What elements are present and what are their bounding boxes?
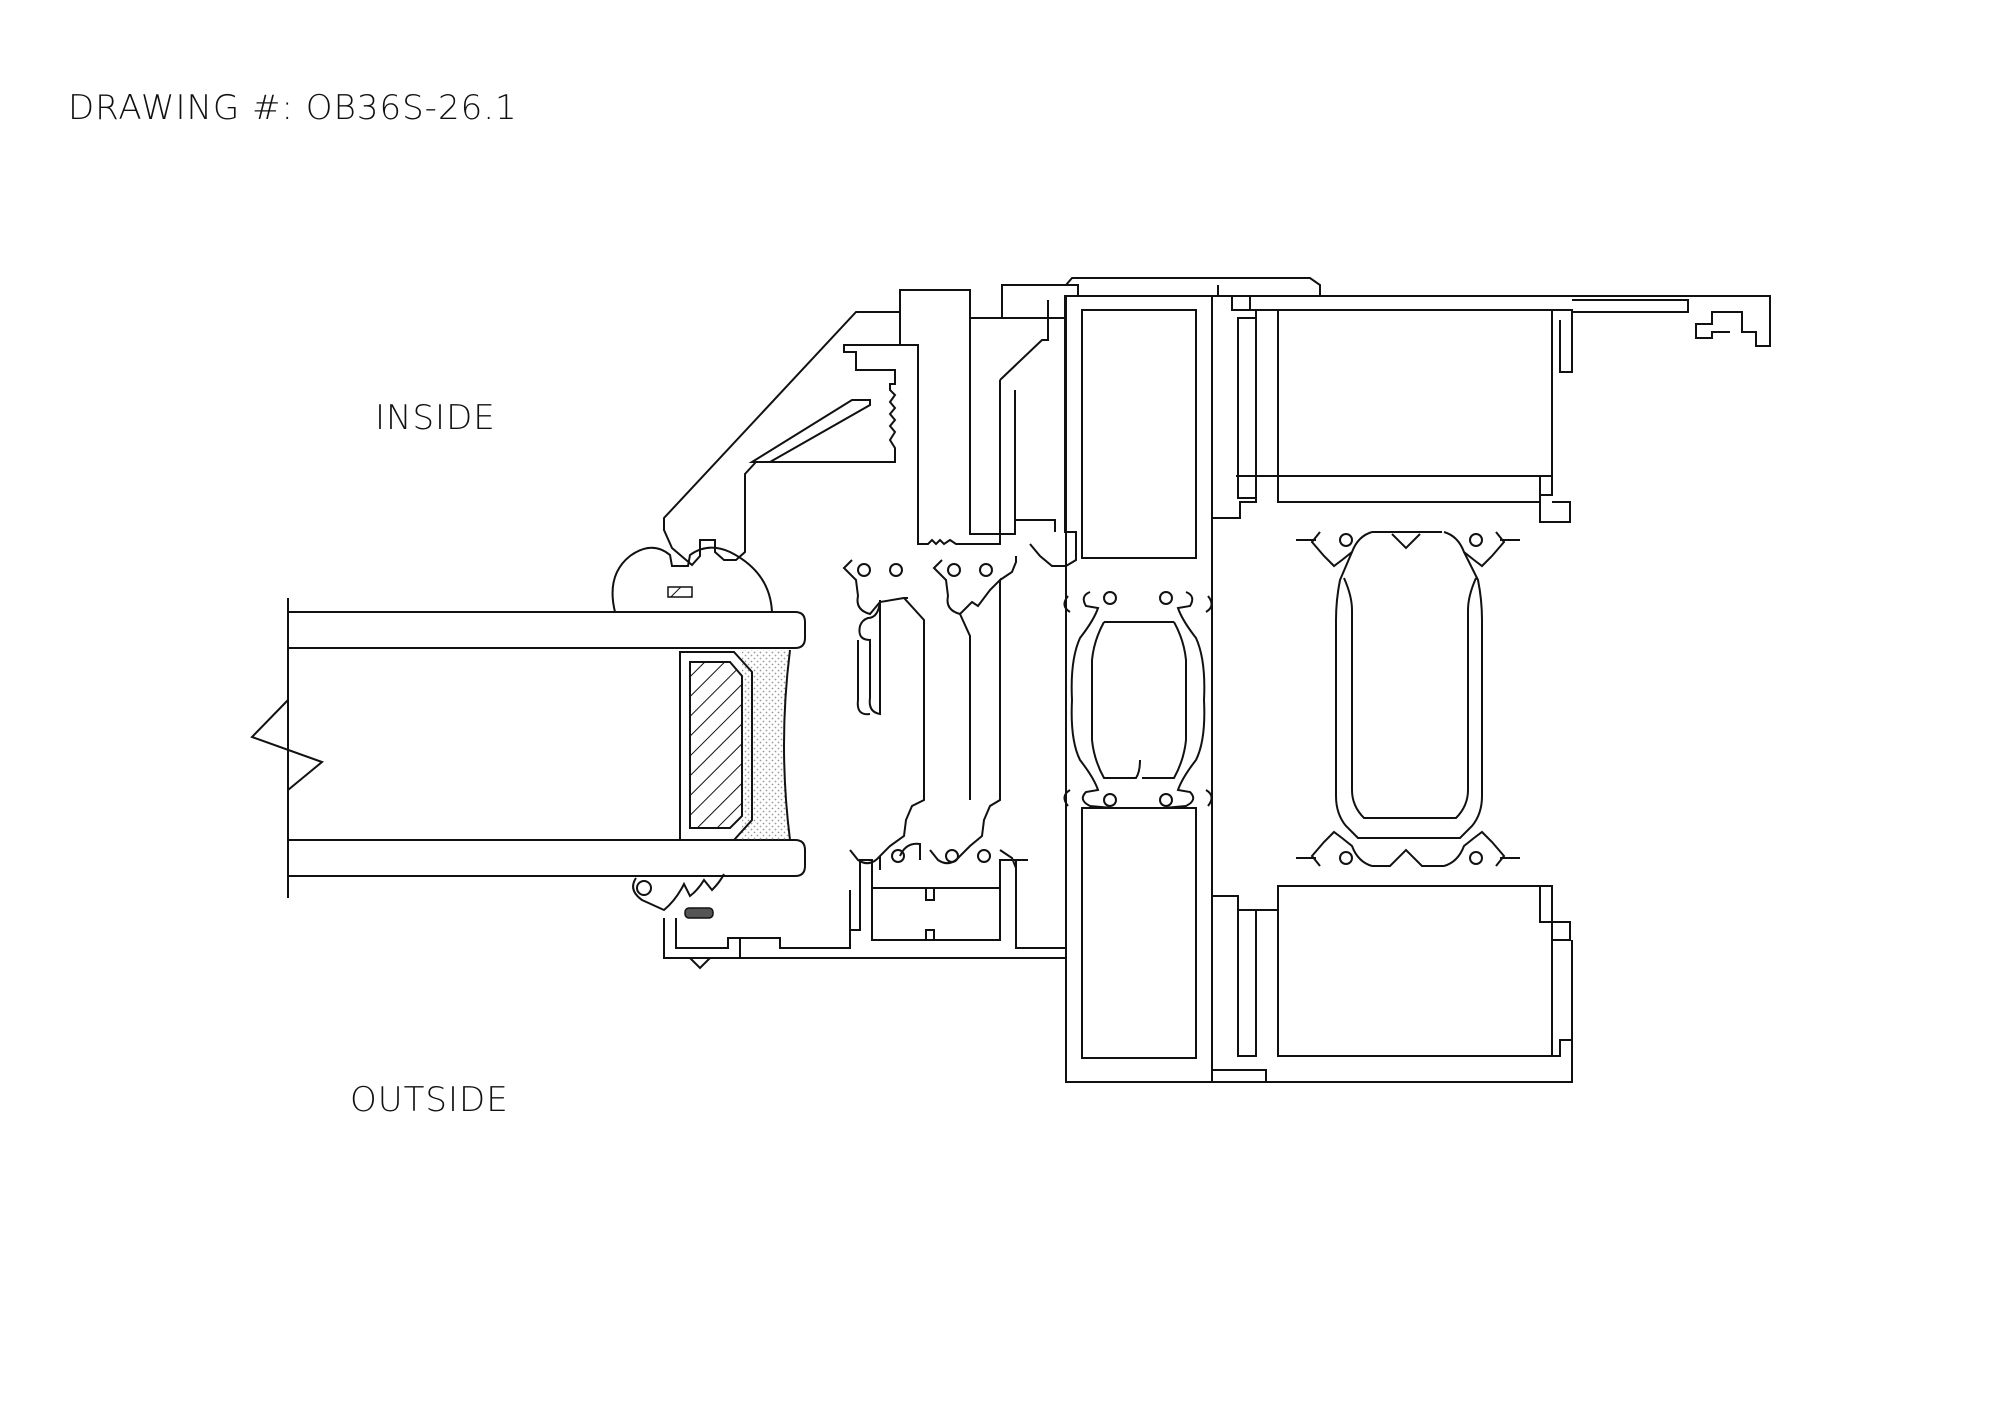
outside-label: OUTSIDE xyxy=(350,1080,509,1120)
inside-glazing-gasket xyxy=(613,548,772,612)
glazing-bead xyxy=(664,312,900,565)
outer-frame-profile xyxy=(1212,296,1770,1082)
sash-frame-profile xyxy=(664,285,1078,958)
glass-panel xyxy=(252,598,805,898)
drawing-number: DRAWING #: OB36S-26.1 xyxy=(68,88,518,128)
mullion-tube xyxy=(1064,278,1320,1082)
outside-glazing-gasket xyxy=(633,874,740,968)
glazing-spacer xyxy=(680,650,790,840)
inside-label: INSIDE xyxy=(375,398,496,438)
sash-thermal-break xyxy=(844,556,1016,870)
